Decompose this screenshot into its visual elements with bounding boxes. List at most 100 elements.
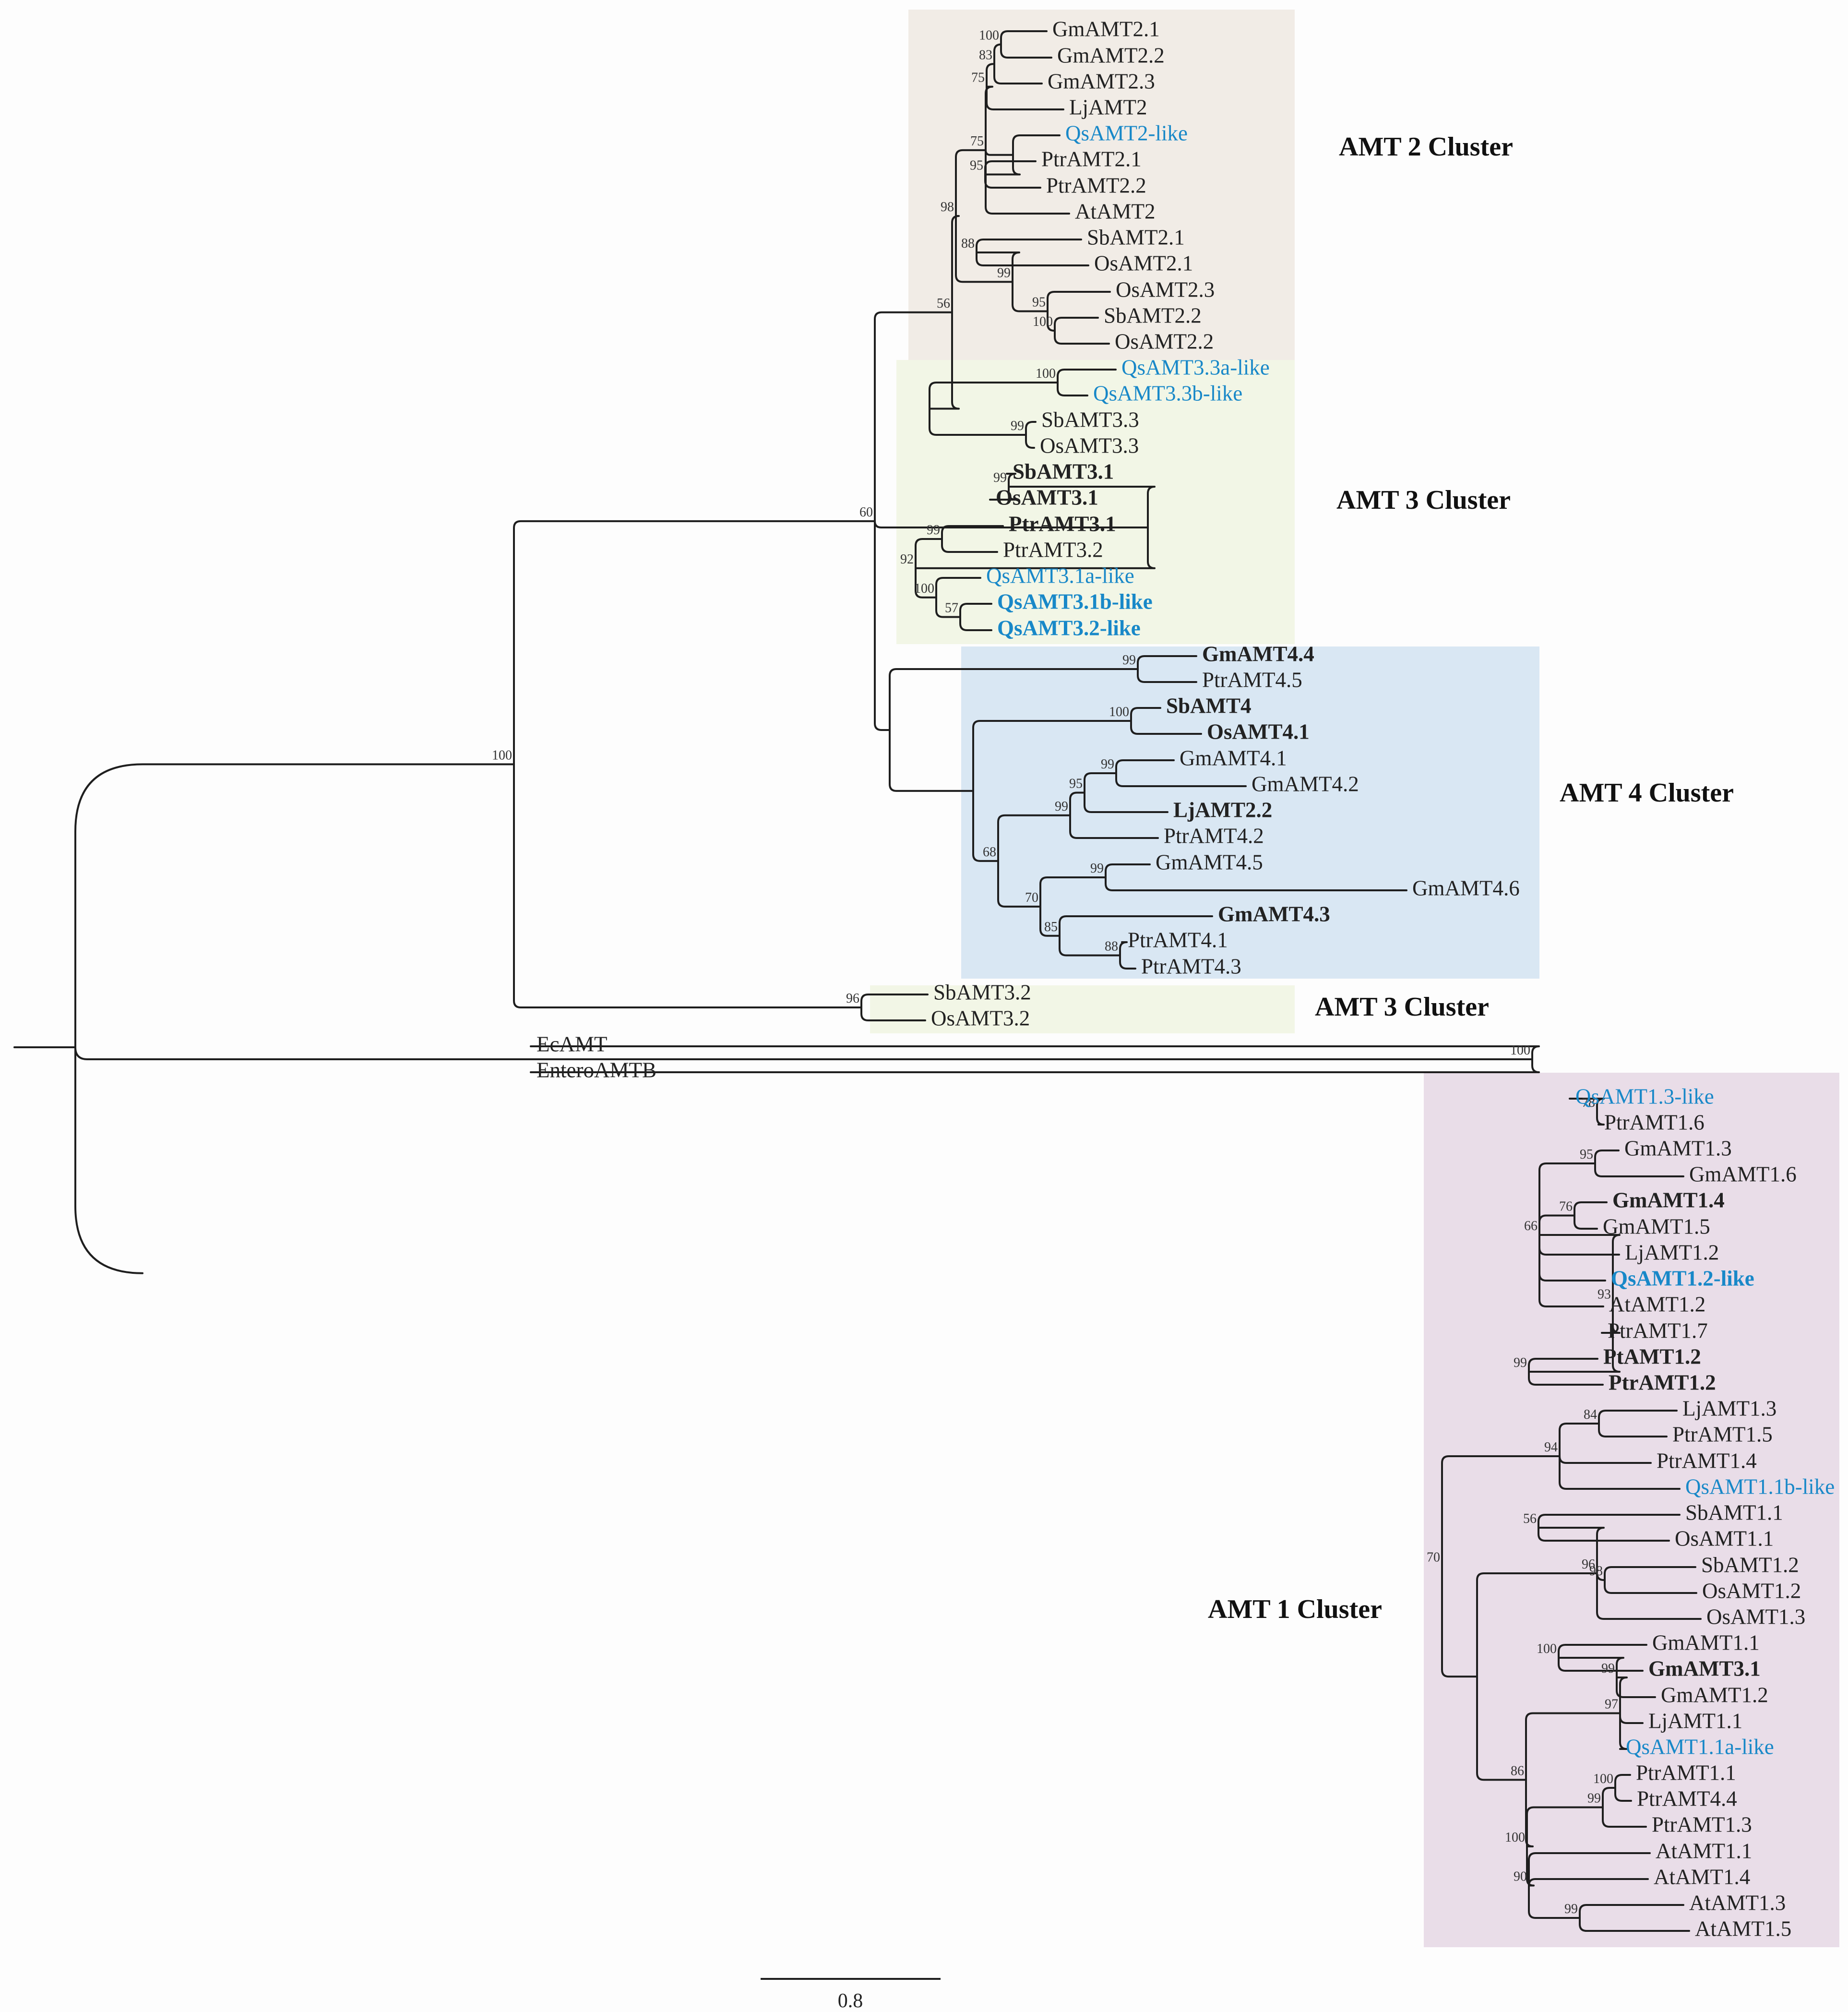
tree-branch [986, 85, 1064, 110]
amt3-cluster-box [896, 360, 1295, 644]
bootstrap-value: 76 [1559, 1199, 1573, 1214]
tree-branch [941, 538, 998, 553]
tree-branch [1054, 317, 1099, 332]
bootstrap-value: 85 [1044, 920, 1058, 934]
leaf-atamt1-1: AtAMT1.1 [1656, 1839, 1752, 1863]
leaf-qsamt3-3b-like: QsAMT3.3b-like [1093, 381, 1242, 405]
bootstrap-value: 99 [997, 265, 1011, 280]
bootstrap-value: 92 [900, 552, 914, 567]
leaf-qsamt1-1a-like: QsAMT1.1a-like [1626, 1735, 1774, 1759]
bootstrap-value: 56 [937, 296, 950, 311]
tree-branch [935, 596, 961, 618]
bootstrap-value: 95 [1032, 295, 1046, 310]
tree-branch [1476, 1572, 1598, 1678]
bootstrap-value: 70 [1427, 1550, 1440, 1565]
tree-branch [1604, 1566, 1696, 1581]
tree-branch [1039, 876, 1107, 908]
tree-branch [74, 763, 515, 1048]
leaf-qsamt3-2-like: QsAMT3.2-like [997, 616, 1141, 640]
leaf-gmamt4-4: GmAMT4.4 [1202, 642, 1314, 666]
bootstrap-value: 75 [970, 134, 984, 149]
leaf-osamt1-1: OsAMT1.1 [1675, 1526, 1774, 1550]
tree-branch [1130, 720, 1202, 735]
bootstrap-value: 99 [1011, 419, 1024, 433]
tree-branch [1574, 1214, 1598, 1230]
bootstrap-value: 100 [1510, 1043, 1530, 1058]
leaf-ljamt1-2: LjAMT1.2 [1625, 1240, 1719, 1264]
tree-branch [997, 814, 1071, 862]
tree-branch [959, 616, 992, 631]
amt4-cluster-box [961, 647, 1539, 979]
tree-branch [1528, 1358, 1598, 1373]
leaf-ptramt4-2: PtrAMT4.2 [1164, 824, 1264, 848]
tree-branch [1057, 382, 1088, 396]
tree-branch [1119, 954, 1136, 970]
leaf-gmamt1-6: GmAMT1.6 [1689, 1162, 1797, 1186]
tree-branch [1059, 934, 1121, 957]
leaf-gmamt2-1: GmAMT2.1 [1052, 17, 1160, 41]
tree-branch [1525, 1712, 1621, 1781]
leaf-osamt1-2: OsAMT1.2 [1702, 1579, 1801, 1603]
bootstrap-value: 99 [1564, 1902, 1578, 1916]
tree-branch [1574, 1201, 1608, 1217]
bootstrap-value: 78 [1582, 1095, 1595, 1110]
leaf-ptramt4-3: PtrAMT4.3 [1141, 954, 1241, 978]
tree-branch [1000, 43, 1052, 59]
tree-branch [935, 577, 981, 599]
bootstrap-value: 99 [1122, 653, 1136, 668]
leaf-labels: GmAMT2.1GmAMT2.2GmAMT2.3LjAMT2QsAMT2-lik… [537, 17, 1835, 1940]
leaf-ecamt: EcAMT [537, 1032, 607, 1056]
leaf-ptramt2-1: PtrAMT2.1 [1041, 147, 1142, 171]
tree-branch [1059, 915, 1213, 937]
leaf-gmamt1-1: GmAMT1.1 [1652, 1630, 1760, 1654]
tree-branch [1538, 1514, 1681, 1529]
leaf-ptramt1-3: PtrAMT1.3 [1652, 1812, 1752, 1836]
bootstrap-value: 99 [1055, 799, 1068, 814]
tree-branch [1137, 668, 1197, 683]
bootstrap-value: 95 [1069, 777, 1083, 791]
leaf-atamt2: AtAMT2 [1075, 199, 1156, 223]
scale-bar-label: 0.8 [838, 1990, 863, 2012]
tree-branch [874, 311, 953, 522]
tree-branch [513, 763, 862, 1008]
tree-branch [915, 567, 937, 599]
tree-branch [1596, 1572, 1702, 1620]
tree-branch [929, 311, 960, 410]
leaf-gmamt4-1: GmAMT4.1 [1180, 746, 1287, 770]
amt4-cluster-label: AMT 4 Cluster [1560, 778, 1734, 808]
leaf-sbamt2-1: SbAMT2.1 [1087, 225, 1185, 249]
leaf-atamt1-5: AtAMT1.5 [1695, 1916, 1791, 1940]
tree-branch [1047, 291, 1111, 312]
tree-branch [955, 215, 1013, 283]
tree-branch [1538, 1527, 1670, 1542]
leaf-sbamt3-2: SbAMT3.2 [933, 980, 1031, 1004]
leaf-atamt1-3: AtAMT1.3 [1689, 1891, 1786, 1915]
leaf-osamt3-3: OsAMT3.3 [1040, 433, 1139, 457]
leaf-gmamt4-2: GmAMT4.2 [1252, 772, 1359, 796]
tree-branch [951, 215, 960, 313]
bootstrap-value: 75 [971, 71, 985, 85]
tree-branch [1598, 1410, 1678, 1425]
tree-branch [1025, 421, 1037, 436]
bootstrap-value: 97 [1605, 1697, 1618, 1712]
tree-branch [860, 1006, 926, 1021]
tree-branch [889, 668, 1139, 731]
tree-branch [1528, 1371, 1604, 1386]
leaf-ljamt2: LjAMT2 [1069, 95, 1147, 119]
tree-branch [1616, 1677, 1656, 1698]
tree-branch [1000, 30, 1048, 46]
leaf-sbamt1-1: SbAMT1.1 [1685, 1500, 1783, 1524]
leaf-atamt1-4: AtAMT1.4 [1654, 1865, 1750, 1889]
tree-branch [1538, 1234, 1621, 1305]
bootstrap-value: 100 [979, 28, 999, 43]
leaf-sbamt2-2: SbAMT2.2 [1104, 303, 1202, 327]
bootstrap-value: 94 [1544, 1440, 1558, 1455]
leaf-ptramt1-2: PtrAMT1.2 [1609, 1370, 1716, 1394]
leaf-ljamt1-1: LjAMT1.1 [1648, 1709, 1742, 1733]
tree-branch [1538, 1527, 1605, 1574]
tree-branch [1105, 876, 1407, 891]
leaf-gmamt2-2: GmAMT2.2 [1057, 43, 1165, 67]
tree-branch [1006, 473, 1016, 488]
amt3-cluster-label: AMT 3 Cluster [1336, 485, 1511, 515]
